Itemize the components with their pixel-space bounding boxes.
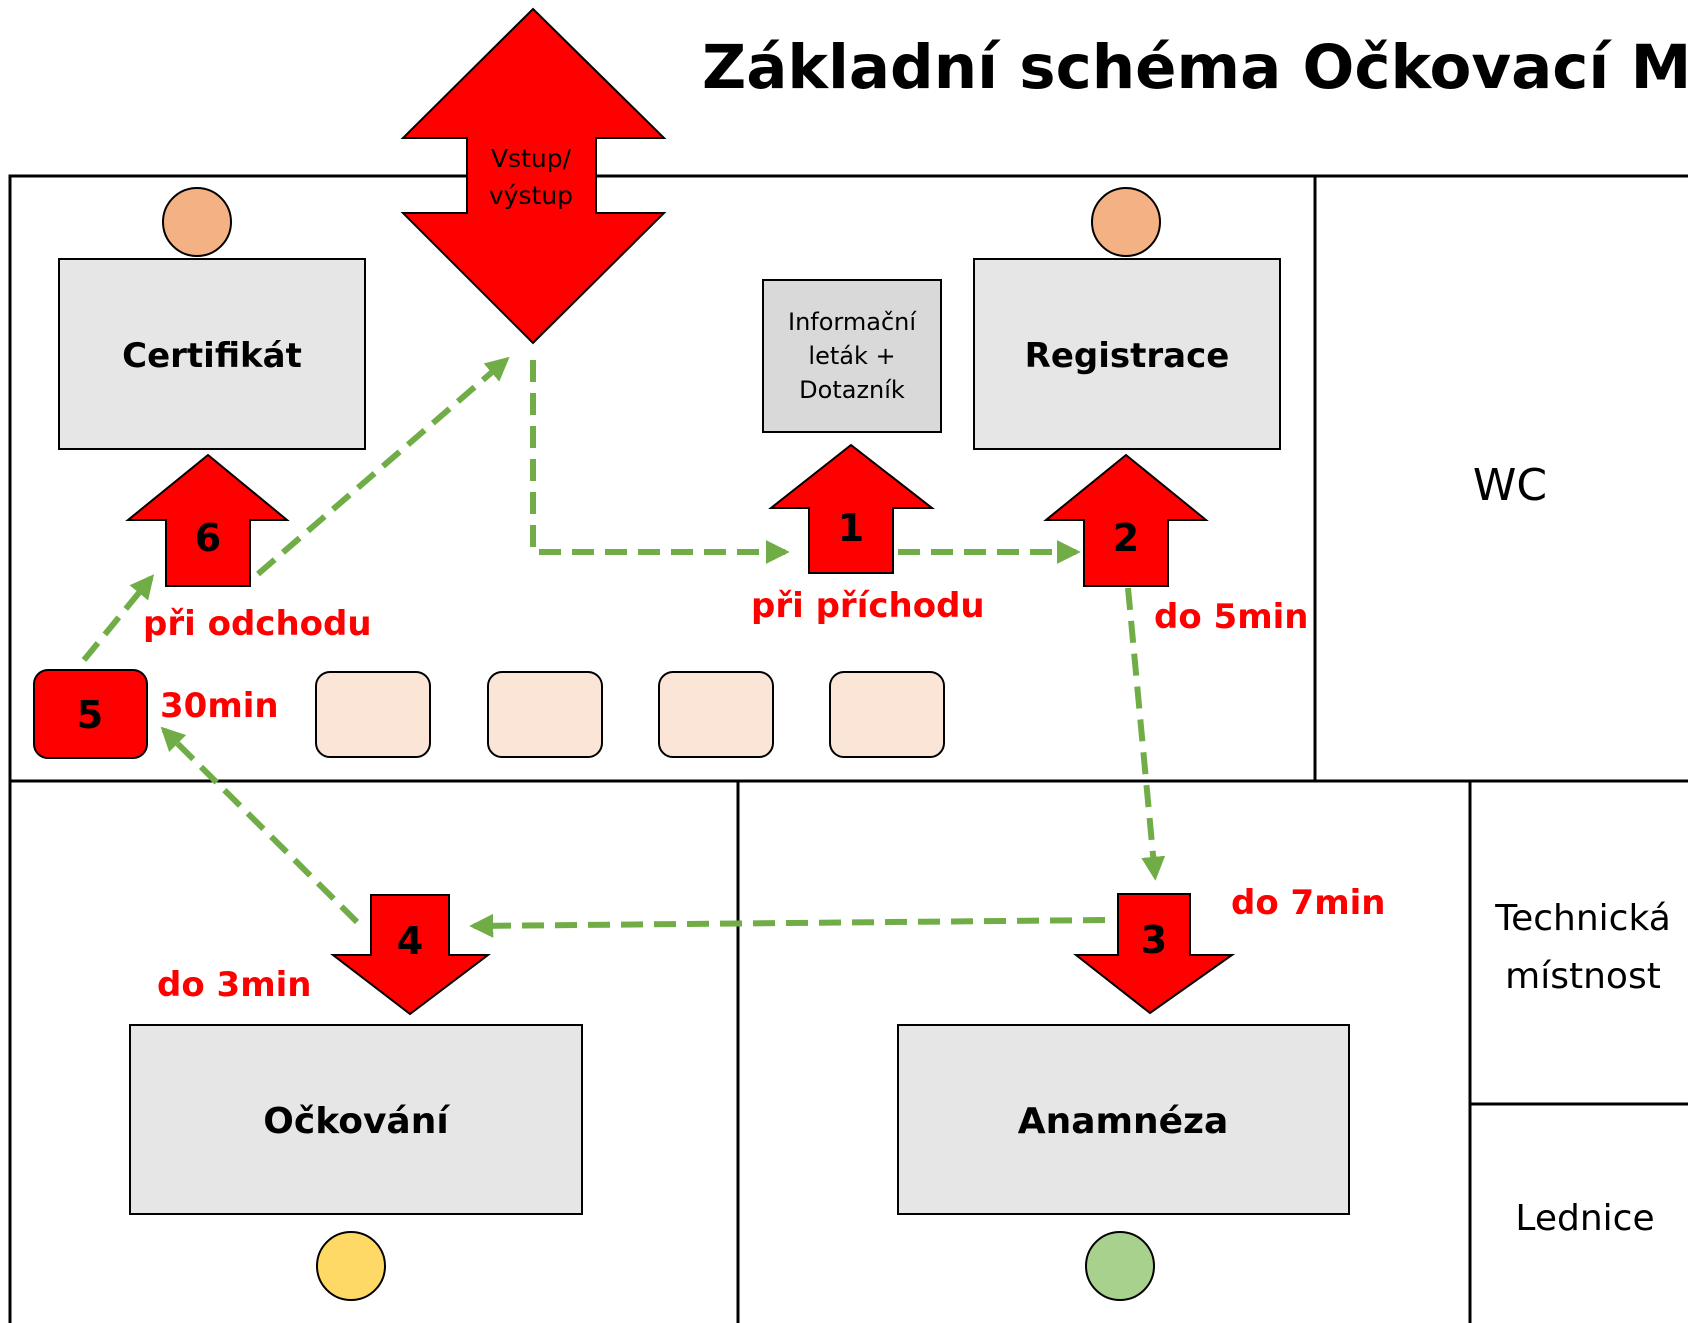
annotation-pri-odchodu: při odchodu bbox=[143, 604, 372, 644]
station-ockovani: Očkování bbox=[129, 1024, 583, 1215]
annotation-do-7min: do 7min bbox=[1231, 883, 1385, 923]
annotation-do-3min: do 3min bbox=[157, 965, 311, 1005]
room-technicka-line2: místnost bbox=[1505, 956, 1661, 997]
staff-person-ockovani bbox=[316, 1231, 386, 1301]
entrance-label-line1: Vstup/ bbox=[491, 144, 572, 173]
step-6-arrow: 6 bbox=[125, 453, 290, 587]
step-2-arrow: 2 bbox=[1043, 453, 1209, 587]
flow-entrance-to-step1 bbox=[530, 360, 790, 564]
station-anamneza: Anamnéza bbox=[897, 1024, 1350, 1215]
flow-step2-to-step3 bbox=[1125, 587, 1166, 881]
waiting-seat bbox=[315, 671, 431, 758]
annotation-do-5min: do 5min bbox=[1154, 597, 1308, 637]
info-leaflet-line3: Dotazník bbox=[799, 376, 905, 404]
staff-person-certifikat bbox=[162, 187, 232, 257]
entrance-label-line2: výstup bbox=[489, 181, 573, 210]
staff-person-registrace bbox=[1091, 187, 1161, 257]
step-2-number: 2 bbox=[1113, 516, 1139, 560]
step-4-arrow: 4 bbox=[330, 894, 491, 1016]
step-1-arrow: 1 bbox=[768, 443, 935, 574]
step-1-number: 1 bbox=[838, 506, 864, 550]
waiting-seat bbox=[658, 671, 774, 758]
waiting-seat bbox=[487, 671, 603, 758]
flow-step5-to-step6 bbox=[81, 574, 155, 662]
room-technicka-line1: Technická bbox=[1494, 898, 1671, 939]
station-registrace: Registrace bbox=[973, 258, 1281, 450]
room-wc-label: WC bbox=[1473, 460, 1547, 511]
page-title: Základní schéma Očkovací Místo bbox=[702, 32, 1688, 103]
staff-person-anamneza bbox=[1085, 1231, 1155, 1301]
annotation-pri-prichodu: při příchodu bbox=[751, 586, 985, 626]
step-5-number: 5 bbox=[77, 693, 103, 737]
station-certifikat-label: Certifikát bbox=[122, 336, 302, 376]
patient-flow-paths bbox=[81, 356, 1166, 938]
station-registrace-label: Registrace bbox=[1025, 336, 1230, 376]
waiting-seats bbox=[315, 671, 945, 758]
step-6-number: 6 bbox=[195, 516, 221, 560]
step-3-number: 3 bbox=[1141, 918, 1167, 962]
info-leaflet-line1: Informační bbox=[788, 308, 917, 336]
station-certifikat: Certifikát bbox=[58, 258, 366, 450]
step-4-number: 4 bbox=[397, 919, 423, 963]
step-3-arrow: 3 bbox=[1073, 893, 1236, 1015]
annotation-30min: 30min bbox=[160, 686, 279, 726]
waiting-seat bbox=[829, 671, 945, 758]
floor-plan-walls bbox=[8, 174, 1688, 1323]
info-leaflet-line2: leták + bbox=[808, 342, 895, 370]
info-leaflet-box: Informační leták + Dotazník bbox=[762, 279, 942, 433]
station-anamneza-label: Anamnéza bbox=[1018, 1101, 1229, 1142]
flow-step4-to-step5 bbox=[160, 726, 360, 925]
flow-step3-to-step4 bbox=[469, 913, 1106, 938]
step-5-waiting-seat: 5 bbox=[33, 669, 148, 759]
entrance-exit-arrow: Vstup/ výstup bbox=[400, 7, 667, 345]
station-ockovani-label: Očkování bbox=[263, 1101, 450, 1142]
room-lednice-label: Lednice bbox=[1515, 1198, 1654, 1239]
flow-step6-to-exit bbox=[256, 356, 510, 577]
